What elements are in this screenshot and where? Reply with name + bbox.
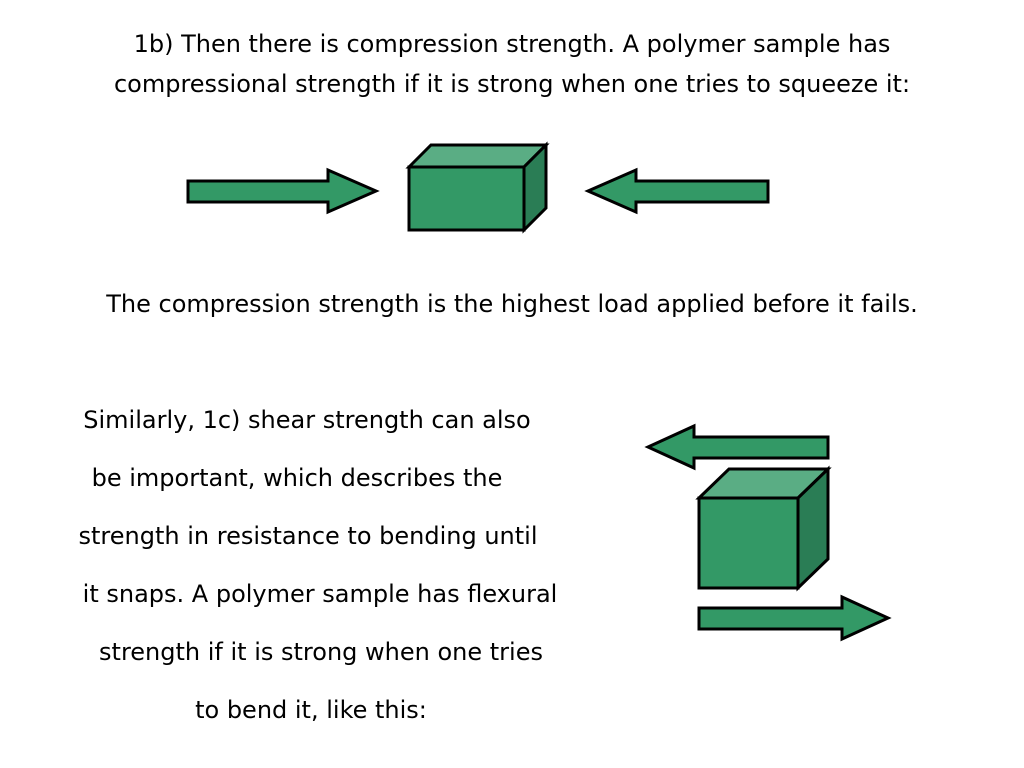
- shear-block-front: [697, 496, 800, 590]
- compression-note: The compression strength is the highest …: [106, 290, 918, 318]
- section-1c-line: it snaps. A polymer sample has flexural: [82, 580, 558, 608]
- compression-arrow-left: [186, 167, 380, 215]
- compression-arrow-right: [584, 167, 770, 215]
- section-1b-line-2: compressional strength if it is strong w…: [113, 70, 911, 98]
- shear-arrow-bottom: [697, 594, 892, 642]
- section-1c-line: strength if it is strong when one tries: [99, 638, 543, 666]
- section-1c-line: strength in resistance to bending until: [78, 522, 538, 550]
- compression-block-front: [407, 165, 526, 232]
- section-1c-line: to bend it, like this:: [195, 696, 427, 724]
- section-1b-line-1: 1b) Then there is compression strength. …: [133, 30, 891, 58]
- section-1c-line: Similarly, 1c) shear strength can also: [83, 406, 531, 434]
- section-1c-line: be important, which describes the: [91, 464, 503, 492]
- shear-arrow-top: [644, 423, 830, 471]
